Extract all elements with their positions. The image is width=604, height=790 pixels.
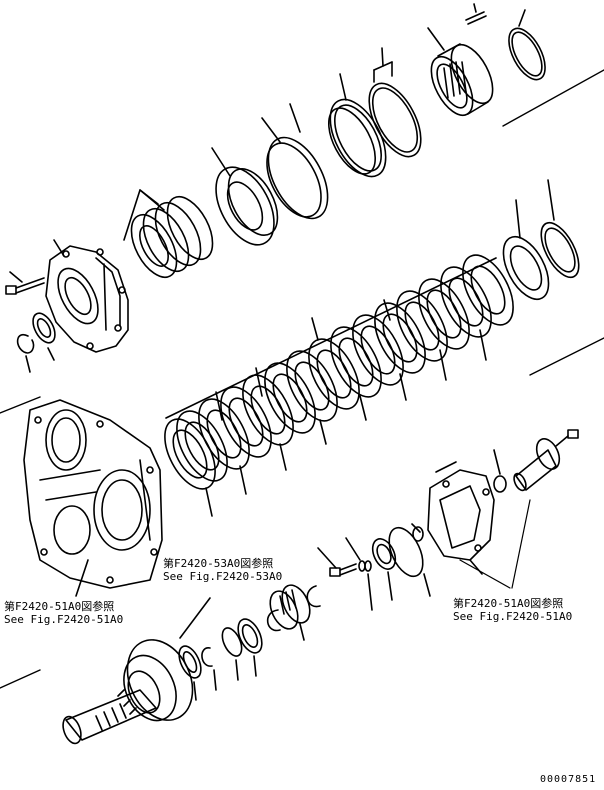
seal-left	[32, 312, 56, 361]
reference-jp: 第F2420-53A0図参照	[163, 557, 274, 570]
snap-ring-lower	[306, 585, 321, 608]
reference-en: See Fig.F2420-53A0	[163, 570, 283, 583]
clutch-disc-pack	[164, 179, 580, 517]
o-ring-right	[388, 526, 431, 597]
transmission-case	[23, 399, 163, 597]
flange-bolt	[555, 429, 579, 447]
pin-top	[465, 3, 487, 25]
o-ring-small	[493, 449, 507, 493]
springs	[123, 189, 214, 278]
bolt-left	[5, 271, 45, 295]
reference-jp: 第F2420-51A0図参照	[453, 597, 564, 610]
frame-lines	[0, 69, 604, 689]
reference-note-f2420-53: 第F2420-53A0図参照 See Fig.F2420-53A0	[163, 557, 282, 583]
reference-jp: 第F2420-51A0図参照	[4, 600, 115, 613]
seal-rings	[328, 47, 422, 178]
needle-bearing	[427, 27, 494, 117]
reference-note-f2420-51-right: 第F2420-51A0図参照 See Fig.F2420-51A0	[453, 597, 572, 623]
front-housing	[45, 239, 129, 353]
small-washers	[345, 537, 373, 611]
drawing-number: 00007851	[540, 774, 597, 785]
roller-bearing-lower	[269, 584, 311, 641]
lower-rings	[178, 609, 281, 701]
gear-hub	[117, 597, 211, 722]
reference-en: See Fig.F2420-51A0	[4, 613, 124, 626]
small-ring-right	[411, 523, 424, 542]
piston	[211, 147, 279, 246]
reference-leaders	[459, 499, 531, 589]
shaft	[62, 689, 157, 745]
reference-note-f2420-51-left: 第F2420-51A0図参照 See Fig.F2420-51A0	[4, 600, 123, 626]
output-flange	[513, 438, 561, 492]
snap-ring-top	[508, 9, 546, 81]
ring-mid	[261, 103, 329, 220]
rear-cover-housing	[427, 461, 495, 575]
ball-bearing-right	[371, 538, 397, 601]
reference-en: See Fig.F2420-51A0	[453, 610, 573, 623]
snap-ring-left	[16, 333, 35, 373]
set-screw	[317, 547, 357, 577]
